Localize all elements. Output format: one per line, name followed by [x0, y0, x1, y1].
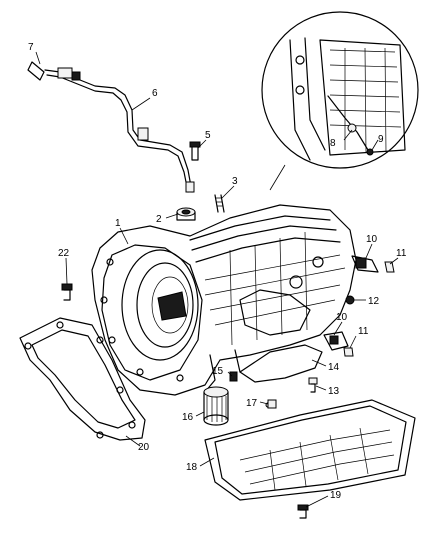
detail-inset [261, 11, 419, 191]
bolt-22 [61, 283, 73, 301]
grommet-2 [176, 207, 196, 221]
callout-11-upper: 11 [396, 248, 407, 259]
bolt-5 [189, 141, 201, 161]
callouts: 7 6 5 3 2 1 22 8 9 10 11 12 10 11 14 15 … [28, 42, 407, 501]
cover-plate-20 [19, 317, 146, 441]
callout-10-upper: 10 [366, 234, 378, 245]
leader-lines [35, 51, 399, 508]
callout-3: 3 [232, 176, 238, 187]
stud-3 [214, 194, 225, 213]
plug-15 [229, 371, 238, 382]
sensor-10-upper [351, 255, 379, 273]
bolt-11-lower [343, 347, 354, 357]
callout-10-lower: 10 [336, 312, 348, 323]
dipstick-tube [44, 69, 195, 193]
bolt-19 [297, 504, 309, 519]
callout-19: 19 [330, 490, 342, 501]
bolt-11-upper [384, 261, 395, 273]
callout-11-lower: 11 [358, 326, 369, 337]
bolt-13 [308, 377, 318, 393]
plug-12 [345, 295, 355, 305]
sensor-10-lower [323, 331, 349, 351]
dipstick [27, 61, 81, 81]
transmission-case [91, 204, 357, 396]
magnet-17 [267, 399, 277, 409]
callout-12: 12 [368, 296, 380, 307]
callout-1: 1 [115, 218, 121, 229]
callout-20: 20 [138, 442, 150, 453]
callout-6: 6 [152, 88, 158, 99]
callout-8: 8 [330, 138, 336, 149]
callout-2: 2 [156, 214, 162, 225]
callout-15: 15 [212, 366, 224, 377]
callout-16: 16 [182, 412, 194, 423]
callout-7: 7 [28, 42, 34, 53]
callout-5: 5 [205, 130, 211, 141]
filter-16 [203, 386, 229, 426]
callout-14: 14 [328, 362, 340, 373]
plate-14 [239, 344, 323, 383]
callout-17: 17 [246, 398, 258, 409]
oil-pan-18 [204, 399, 416, 501]
callout-22: 22 [58, 248, 70, 259]
callout-9: 9 [378, 134, 384, 145]
callout-13: 13 [328, 386, 340, 397]
callout-18: 18 [186, 462, 198, 473]
